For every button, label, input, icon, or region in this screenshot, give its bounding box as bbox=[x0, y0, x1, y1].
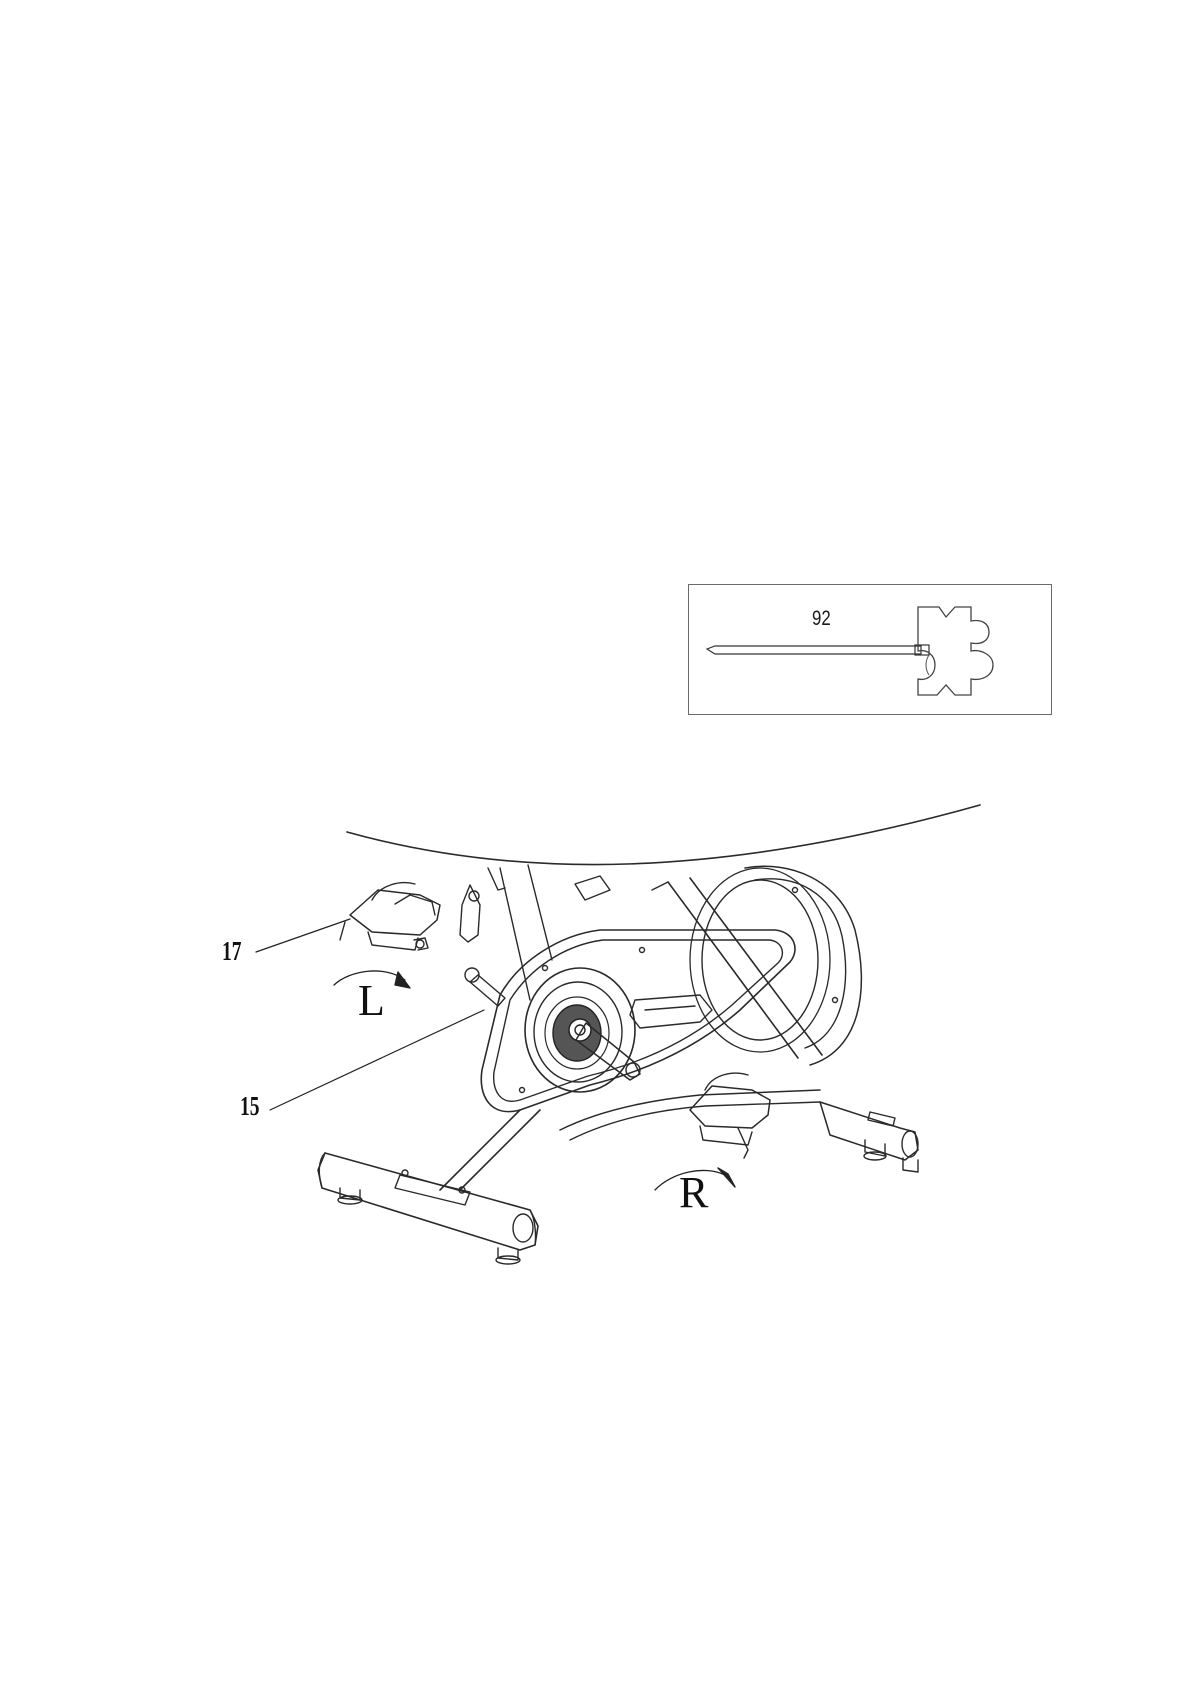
rotation-label-left: L bbox=[358, 975, 385, 1026]
callout-crank-15: 15 bbox=[240, 1091, 259, 1122]
rotation-label-right: R bbox=[679, 1167, 708, 1218]
callout-pedal-17: 17 bbox=[222, 936, 241, 967]
